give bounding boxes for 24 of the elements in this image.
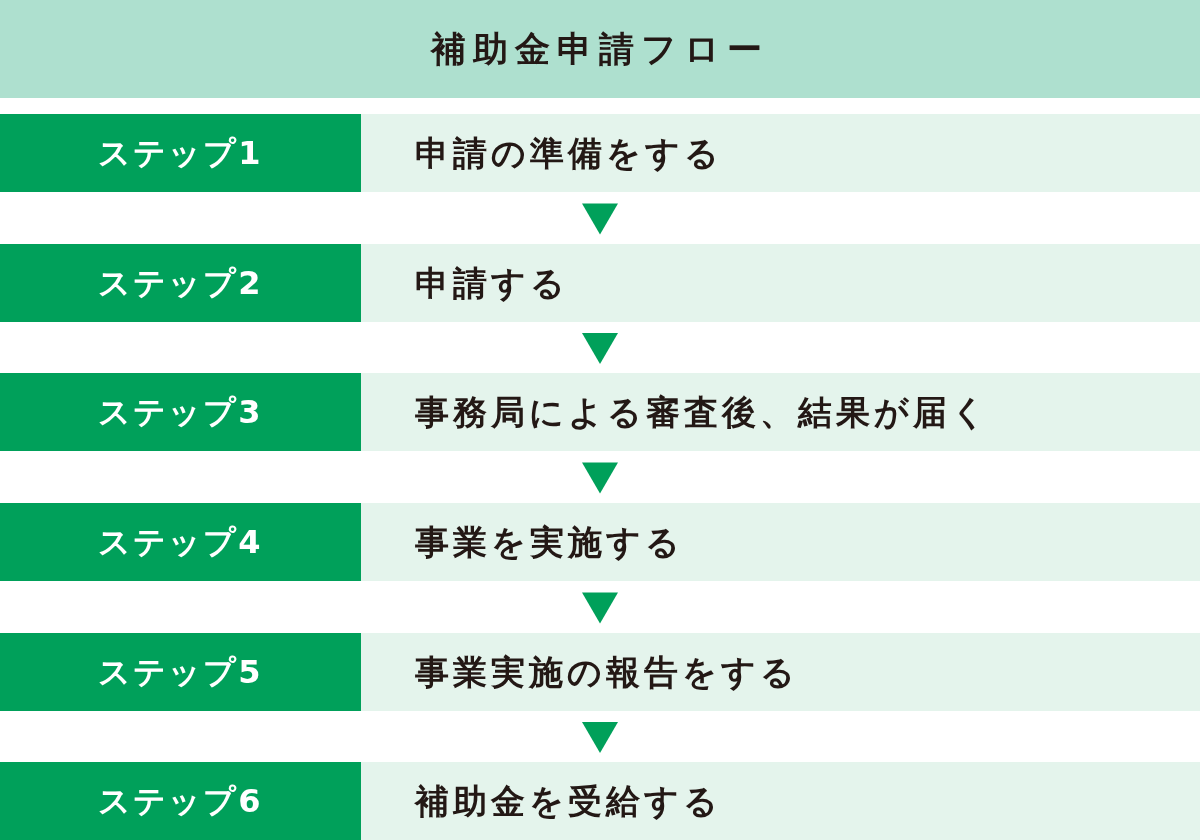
step-text: 補助金を受給する xyxy=(415,780,722,823)
step-label: ステップ4 xyxy=(0,503,361,581)
step-row xyxy=(0,762,1200,840)
arrow xyxy=(582,333,618,364)
step-text: 事務局による審査後、結果が届く xyxy=(415,391,990,434)
title-banner: 補助金申請フロー xyxy=(0,0,1200,98)
step-text: 事業を実施する xyxy=(415,521,684,564)
step-label: ステップ6 xyxy=(0,762,361,840)
arrow xyxy=(582,203,618,235)
step-row xyxy=(0,373,1200,451)
step-label: ステップ5 xyxy=(0,633,361,711)
step-row xyxy=(0,114,1200,192)
step-label: ステップ1 xyxy=(0,114,361,192)
step-text: 事業実施の報告をする xyxy=(415,651,799,694)
step-label: ステップ2 xyxy=(0,244,361,322)
step-text: 申請する xyxy=(415,262,569,305)
arrow xyxy=(582,592,618,624)
arrow xyxy=(582,722,618,753)
step-row xyxy=(0,633,1200,711)
step-row xyxy=(0,244,1200,322)
arrow xyxy=(582,462,618,494)
step-label: ステップ3 xyxy=(0,373,361,451)
step-text: 申請の準備をする xyxy=(415,132,723,175)
step-row xyxy=(0,503,1200,581)
